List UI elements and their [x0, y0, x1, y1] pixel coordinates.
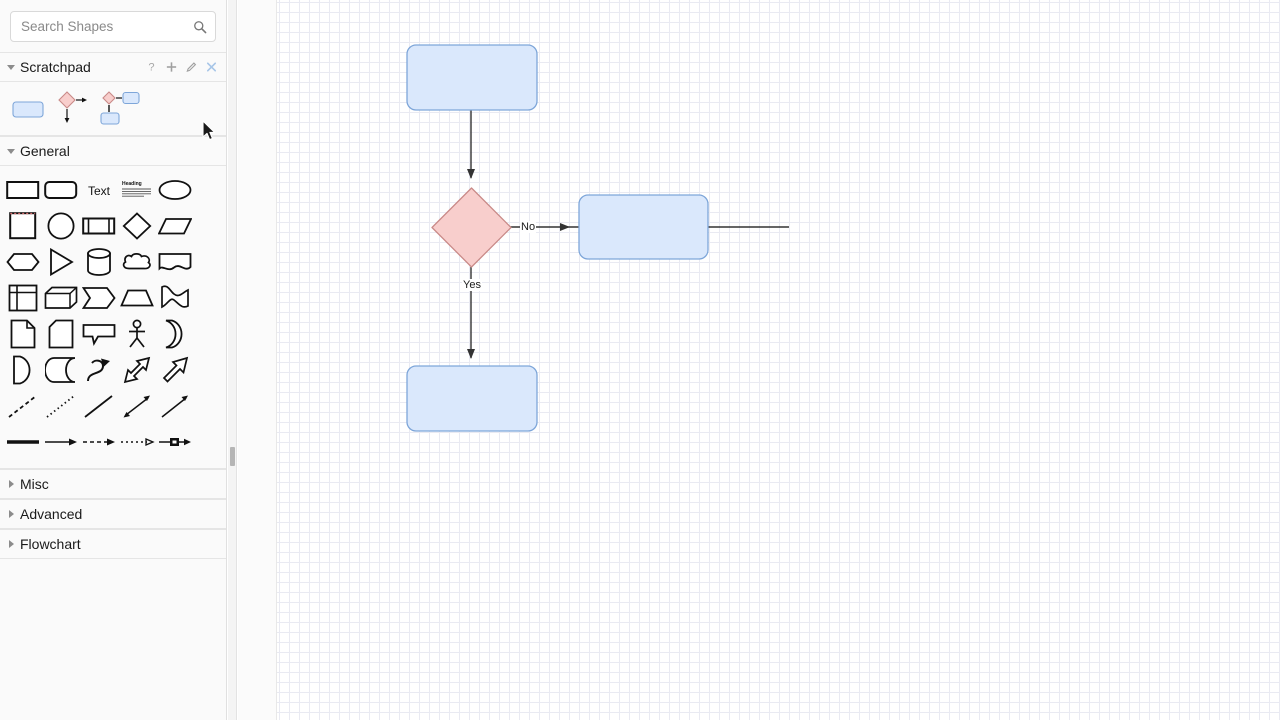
shape-and[interactable]: [4, 352, 42, 388]
sidebar-splitter[interactable]: [228, 0, 237, 720]
connector-bidirectional[interactable]: [118, 388, 156, 424]
scratchpad-items: [0, 82, 226, 136]
shape-tape[interactable]: [156, 280, 194, 316]
shape-internal-storage[interactable]: [4, 280, 42, 316]
search-shapes-box[interactable]: [10, 11, 216, 42]
shape-cloud[interactable]: [118, 244, 156, 280]
plus-icon[interactable]: [165, 61, 178, 74]
connector-dashed-line[interactable]: [4, 388, 42, 424]
connector-labeled-arrow[interactable]: [156, 424, 194, 460]
shape-callout[interactable]: [80, 316, 118, 352]
shape-data-storage[interactable]: [42, 352, 80, 388]
section-title-misc: Misc: [20, 476, 49, 492]
scratchpad-shape-decision-group[interactable]: [98, 89, 142, 129]
shape-trapezoid[interactable]: [118, 280, 156, 316]
palette-row: [4, 208, 222, 244]
diagram-edge-label-yes[interactable]: Yes: [462, 279, 482, 291]
svg-text:Heading: Heading: [122, 181, 142, 187]
shape-ellipse[interactable]: [156, 172, 194, 208]
diagram-node-yes-branch[interactable]: [406, 365, 538, 432]
caret-right-icon[interactable]: [4, 537, 18, 551]
shape-parallelogram[interactable]: [156, 208, 194, 244]
palette-row: [4, 352, 222, 388]
caret-right-icon[interactable]: [4, 477, 18, 491]
close-icon[interactable]: [205, 61, 218, 74]
sidebar-section-scratchpad[interactable]: Scratchpad ?: [0, 52, 226, 82]
shape-textbox[interactable]: Heading: [118, 172, 156, 208]
svg-text:?: ?: [148, 62, 154, 74]
shape-bidirectional-arrow[interactable]: [118, 352, 156, 388]
splitter-handle[interactable]: [230, 447, 235, 466]
svg-text:Text: Text: [88, 184, 111, 198]
sidebar-section-advanced[interactable]: Advanced: [0, 499, 226, 529]
shape-curved-arrow[interactable]: [80, 352, 118, 388]
shape-card[interactable]: [42, 316, 80, 352]
connector-directional[interactable]: [156, 388, 194, 424]
shape-cube[interactable]: [42, 280, 80, 316]
connector-line[interactable]: [80, 388, 118, 424]
caret-right-icon[interactable]: [4, 507, 18, 521]
connector-dotted-line[interactable]: [42, 388, 80, 424]
shape-rounded-rectangle[interactable]: [42, 172, 80, 208]
shape-arrow[interactable]: [156, 352, 194, 388]
search-icon[interactable]: [193, 20, 207, 34]
shape-hexagon[interactable]: [4, 244, 42, 280]
shape-triangle[interactable]: [42, 244, 80, 280]
diagram-node-decision[interactable]: [431, 187, 512, 268]
edit-pencil-icon[interactable]: [185, 61, 198, 74]
sidebar-canvas-gap: [238, 0, 277, 720]
diagram-canvas[interactable]: No Yes: [277, 0, 1280, 720]
connector-dotted-arrow[interactable]: [118, 424, 156, 460]
shape-or[interactable]: [156, 316, 194, 352]
shape-note[interactable]: [4, 316, 42, 352]
shape-step[interactable]: [80, 280, 118, 316]
diagram-node-start[interactable]: [406, 44, 538, 111]
diagram-edge-label-no[interactable]: No: [520, 221, 537, 233]
diagram-graph: [406, 44, 789, 432]
connector-thick-line[interactable]: [4, 424, 42, 460]
caret-down-icon[interactable]: [4, 144, 18, 158]
scratchpad-shape-rounded-rectangle[interactable]: [8, 96, 48, 122]
connector-arrow-link[interactable]: [42, 424, 80, 460]
shape-diamond[interactable]: [118, 208, 156, 244]
palette-row: [4, 244, 222, 280]
shape-process[interactable]: [80, 208, 118, 244]
palette-row: [4, 424, 222, 460]
palette-row: Text Heading: [4, 172, 222, 208]
scratchpad-shape-decision-branch[interactable]: [55, 89, 91, 129]
connector-dashed-arrow[interactable]: [80, 424, 118, 460]
shape-rectangle[interactable]: [4, 172, 42, 208]
general-shape-palette: Text Heading: [0, 166, 226, 469]
sidebar-section-general[interactable]: General: [0, 136, 226, 166]
section-title-scratchpad: Scratchpad: [20, 59, 91, 75]
shape-actor[interactable]: [118, 316, 156, 352]
shape-circle[interactable]: [42, 208, 80, 244]
caret-down-icon[interactable]: [4, 60, 18, 74]
shapes-sidebar: Scratchpad ?: [0, 0, 227, 720]
shape-document[interactable]: [156, 244, 194, 280]
palette-row: [4, 280, 222, 316]
help-icon[interactable]: ?: [145, 61, 158, 74]
scratchpad-actions: ?: [145, 61, 218, 74]
shape-square[interactable]: [4, 208, 42, 244]
search-shapes-container: [0, 0, 226, 52]
palette-row: [4, 316, 222, 352]
section-title-flowchart: Flowchart: [20, 536, 81, 552]
sidebar-section-flowchart[interactable]: Flowchart: [0, 529, 226, 559]
palette-row: [4, 388, 222, 424]
section-title-advanced: Advanced: [20, 506, 83, 522]
diagram-node-no-branch[interactable]: [578, 194, 709, 260]
shape-cylinder[interactable]: [80, 244, 118, 280]
sidebar-section-misc[interactable]: Misc: [0, 469, 226, 499]
search-input[interactable]: [11, 12, 215, 41]
shape-text[interactable]: Text: [80, 172, 118, 208]
section-title-general: General: [20, 143, 70, 159]
